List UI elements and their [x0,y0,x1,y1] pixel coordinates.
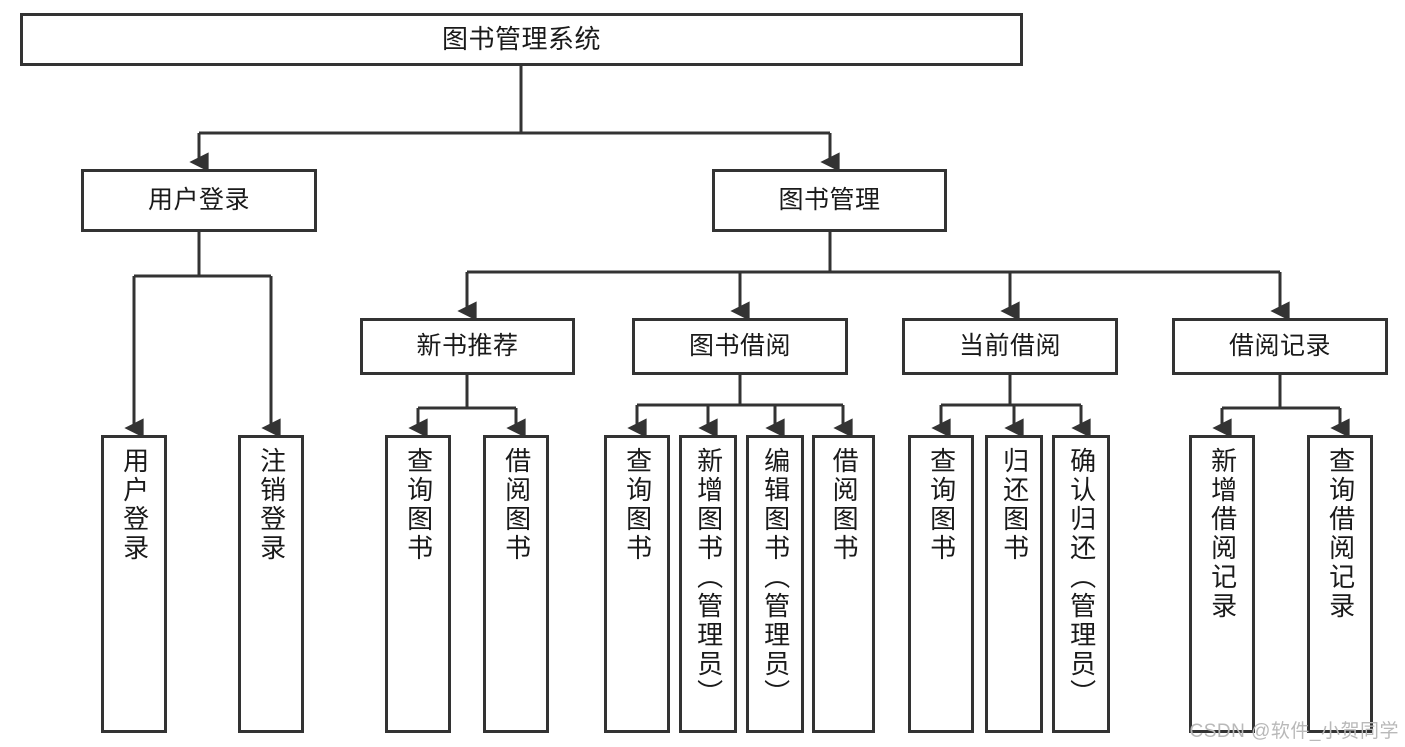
node-level1-book-management[interactable]: 图书管理 [712,169,947,232]
node-label: 查询借阅记录 [1325,447,1356,621]
node-level2-borrow-record[interactable]: 借阅记录 [1172,318,1388,375]
node-label: 确认归还（管理员） [1066,447,1097,708]
node-leaf-query-book-cb[interactable]: 查询图书 [908,435,974,733]
node-label: 图书借阅 [688,331,791,360]
node-leaf-edit-book-admin[interactable]: 编辑图书（管理员） [746,435,804,733]
node-label: 图书管理 [778,185,881,214]
node-label: 借阅记录 [1228,331,1331,360]
node-label: 注销登录 [256,447,287,563]
node-leaf-logout[interactable]: 注销登录 [238,435,304,733]
node-label: 用户登录 [147,185,250,214]
node-label: 借阅图书 [829,447,860,563]
watermark-text: CSDN @软件_小贺同学 [1189,721,1399,742]
node-level2-new-book-recommend[interactable]: 新书推荐 [360,318,575,375]
node-label: 用户登录 [119,447,150,563]
node-leaf-query-book-nbr[interactable]: 查询图书 [385,435,451,733]
node-leaf-query-borrow-record[interactable]: 查询借阅记录 [1307,435,1373,733]
node-label: 新书推荐 [416,331,519,360]
node-leaf-borrow-book-bb[interactable]: 借阅图书 [812,435,875,733]
node-leaf-user-login[interactable]: 用户登录 [101,435,167,733]
node-leaf-return-book[interactable]: 归还图书 [985,435,1043,733]
node-level1-user-login[interactable]: 用户登录 [81,169,317,232]
node-label: 当前借阅 [958,331,1061,360]
node-label: 新增借阅记录 [1207,447,1238,621]
node-level2-book-borrow[interactable]: 图书借阅 [632,318,848,375]
node-label: 归还图书 [999,447,1030,563]
node-label: 借阅图书 [501,447,532,563]
node-leaf-borrow-book-nbr[interactable]: 借阅图书 [483,435,549,733]
node-leaf-add-borrow-record[interactable]: 新增借阅记录 [1189,435,1255,733]
node-label: 新增图书（管理员） [693,447,724,708]
node-label: 编辑图书（管理员） [760,447,791,708]
node-root-system[interactable]: 图书管理系统 [20,13,1023,66]
node-leaf-query-book-bb[interactable]: 查询图书 [604,435,670,733]
node-label: 查询图书 [926,447,957,563]
node-leaf-confirm-return-admin[interactable]: 确认归还（管理员） [1052,435,1110,733]
node-leaf-add-book-admin[interactable]: 新增图书（管理员） [679,435,737,733]
node-label: 查询图书 [403,447,434,563]
node-label: 查询图书 [622,447,653,563]
node-level2-current-borrow[interactable]: 当前借阅 [902,318,1118,375]
node-label: 图书管理系统 [441,24,601,55]
